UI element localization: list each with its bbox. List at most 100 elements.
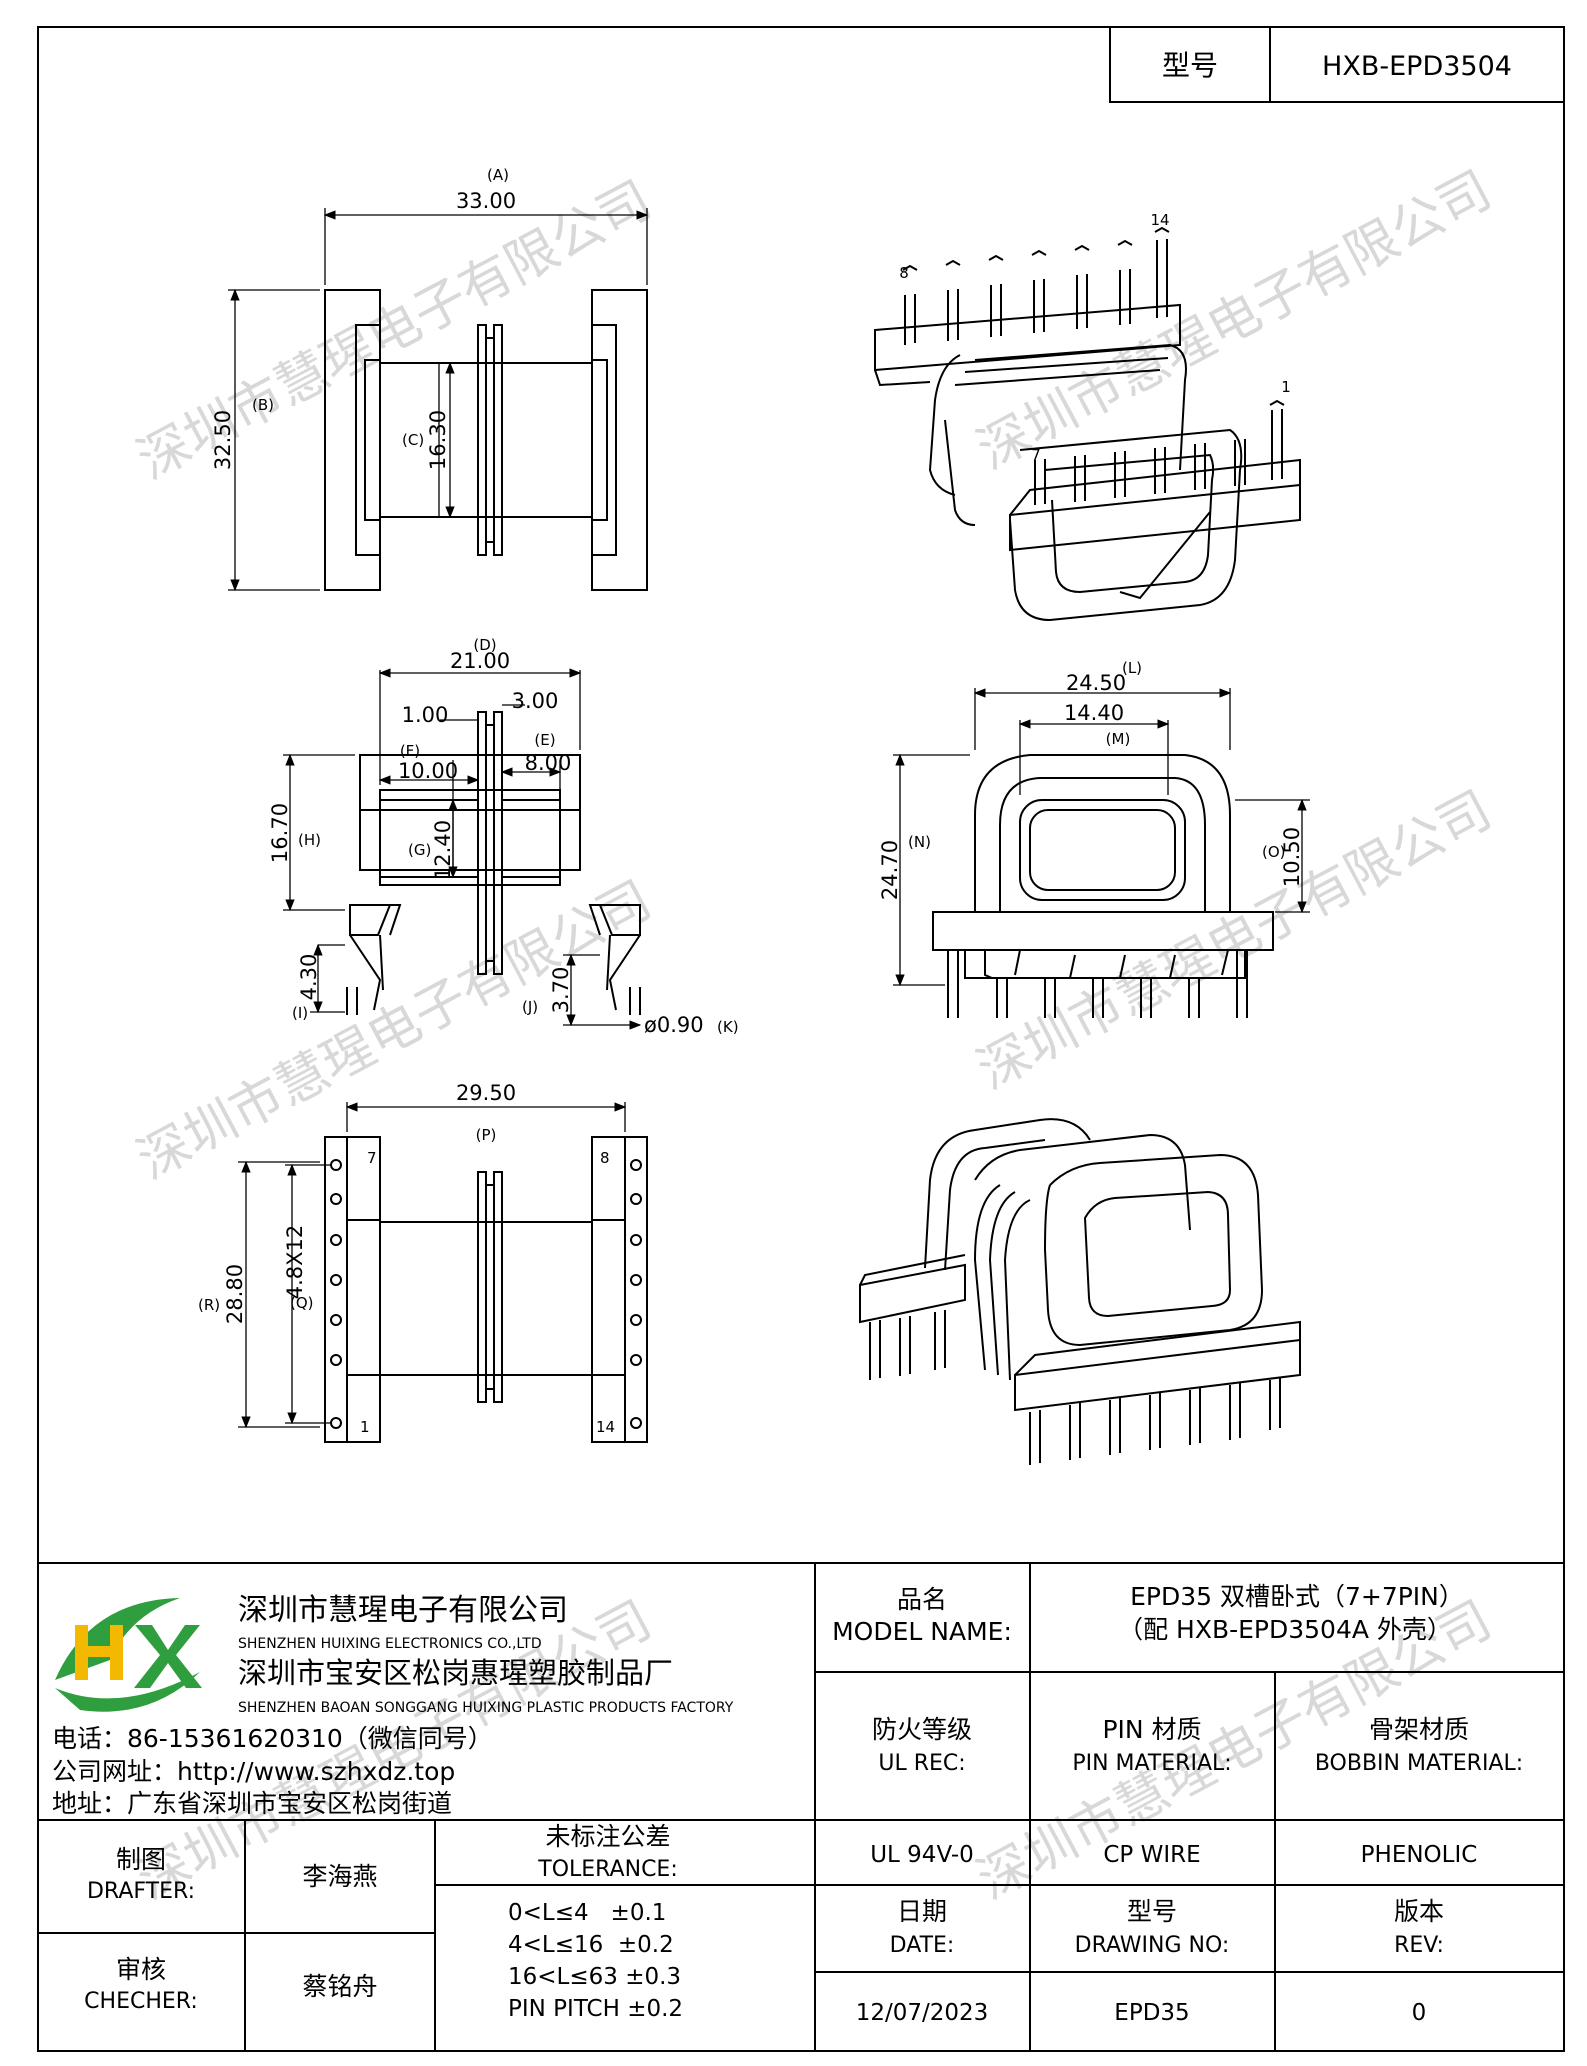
company-address: 地址：广东省深圳市宝安区松岗街道: [52, 1789, 452, 1818]
checker-label-en: CHECHER:: [84, 1989, 198, 2014]
company-phone: 电话：86-15361620310（微信同号）: [52, 1724, 493, 1753]
drafter-value: 李海燕: [302, 1862, 377, 1891]
pin-label-14: 14: [1150, 211, 1169, 229]
dim-value-n: 24.70: [878, 840, 902, 900]
bobbin-material-label-cn: 骨架材质: [1369, 1715, 1469, 1744]
dim-value-m: 14.40: [1064, 701, 1124, 725]
company-name-cn: 深圳市慧瑆电子有限公司: [238, 1593, 568, 1628]
dim-value-p: 29.50: [456, 1081, 516, 1105]
pin-material-value: CP WIRE: [1103, 1842, 1200, 1868]
dim-value-r: 28.80: [223, 1264, 247, 1324]
pin-pads-right: [630, 1159, 642, 1429]
model-name-label-en: MODEL NAME:: [832, 1617, 1012, 1646]
checker-value: 蔡铭舟: [302, 1972, 377, 2001]
model-name-label-cn: 品名: [897, 1585, 947, 1614]
tolerance-label-en: TOLERANCE:: [537, 1857, 678, 1882]
drawing-no-label-cn: 型号: [1127, 1897, 1177, 1926]
dim-letter-a: (A): [487, 166, 509, 184]
dim-letter-l: (L): [1122, 659, 1142, 677]
factory-name-cn: 深圳市宝安区松岗惠瑆塑胶制品厂: [238, 1656, 673, 1690]
dim-letter-g: (G): [408, 841, 431, 859]
title-block: [38, 1562, 1564, 2051]
revision-label-cn: 版本: [1394, 1897, 1444, 1926]
isometric-view-bottom: [859, 1118, 1301, 1465]
dim-value-d: 21.00: [450, 649, 510, 673]
factory-name-en: SHENZHEN BAOAN SONGGANG HUIXING PLASTIC …: [238, 1700, 734, 1716]
pin-label-1: 1: [1281, 378, 1291, 396]
fire-rating-label-en: UL REC:: [878, 1751, 965, 1776]
company-website: 公司网址：http://www.szhxdz.top: [52, 1757, 455, 1786]
dim-value-k: ø0.90: [644, 1013, 704, 1037]
isometric-view-top: [874, 226, 1301, 622]
dim-letter-b: (B): [252, 396, 274, 414]
pin-label-7: 7: [367, 1149, 377, 1167]
dim-value-j: 3.70: [549, 967, 573, 1014]
bobbin-material-value: PHENOLIC: [1361, 1842, 1478, 1868]
logo-letters: HX: [0, 0, 2, 1]
model-name-value-1: EPD35 双槽卧式（7+7PIN）: [1130, 1582, 1464, 1611]
sheet-border: [37, 26, 1565, 2052]
dim-value-q: 4.8X12: [283, 1225, 307, 1300]
model-label: 型号: [1162, 49, 1218, 82]
dim-value-a: 33.00: [456, 189, 516, 213]
dim-value-g: 12.40: [431, 820, 455, 880]
dim-value-h: 16.70: [268, 803, 292, 863]
pin-label-8: 8: [600, 1149, 610, 1167]
drafter-label-cn: 制图: [116, 1845, 166, 1874]
bottom-view: [238, 1102, 648, 1443]
watermark-text: 深圳市慧瑆电子有限公司: [128, 170, 661, 492]
dim-letter-k: (K): [717, 1018, 739, 1036]
front-view: [893, 688, 1310, 1018]
company-name-en: SHENZHEN HUIXING ELECTRONICS CO.,LTD: [238, 1636, 542, 1652]
drawing-no-value: EPD35: [1114, 2000, 1189, 2026]
dim-letter-f: (F): [400, 742, 420, 760]
model-value: HXB-EPD3504: [1322, 51, 1512, 82]
watermark-text: 深圳市慧瑆电子有限公司: [128, 870, 661, 1192]
dim-value-l: 24.50: [1066, 671, 1126, 695]
tolerance-line-1: 0<L≤4 ±0.1: [508, 1900, 666, 1926]
dim-value-e: 8.00: [525, 751, 572, 775]
date-label-cn: 日期: [897, 1897, 947, 1926]
dim-letter-n: (N): [908, 833, 931, 851]
dim-letter-h: (H): [298, 831, 321, 849]
pin-row-front: [1034, 399, 1285, 505]
dim-letter-q: (Q): [290, 1294, 314, 1312]
pin-label-8: 8: [899, 264, 909, 282]
pin-label-14: 14: [596, 1418, 615, 1436]
pin-label-1: 1: [360, 1418, 370, 1436]
revision-value: 0: [1412, 2000, 1427, 2026]
dim-value-c: 16.30: [426, 410, 450, 470]
date-label-en: DATE:: [890, 1933, 955, 1958]
dim-letter-m: (M): [1106, 730, 1131, 748]
model-name-value-2: （配 HXB-EPD3504A 外壳）: [1118, 1615, 1452, 1644]
dim-value-3-00: 3.00: [512, 689, 559, 713]
tolerance-line-4: PIN PITCH ±0.2: [508, 1996, 683, 2022]
date-value: 12/07/2023: [856, 2000, 989, 2026]
tolerance-line-3: 16<L≤63 ±0.3: [508, 1964, 681, 1990]
side-view: [283, 668, 642, 1030]
dim-letter-c: (C): [402, 431, 424, 449]
fire-rating-label-cn: 防火等级: [872, 1715, 972, 1744]
pin-material-label-en: PIN MATERIAL:: [1072, 1751, 1231, 1776]
tolerance-line-2: 4<L≤16 ±0.2: [508, 1932, 674, 1958]
dim-value-1-00: 1.00: [402, 703, 449, 727]
dim-letter-e: (E): [534, 731, 555, 749]
dim-letter-o: (O): [1262, 843, 1286, 861]
dim-value-b: 32.50: [211, 410, 235, 470]
tolerance-label-cn: 未标注公差: [545, 1822, 670, 1851]
fire-rating-value: UL 94V-0: [870, 1842, 974, 1868]
pin-material-label-cn: PIN 材质: [1102, 1715, 1201, 1744]
drafter-label-en: DRAFTER:: [87, 1879, 195, 1904]
dim-value-f: 10.00: [398, 759, 458, 783]
pin-label-7: 7: [1031, 446, 1041, 464]
dim-letter-r: (R): [198, 1296, 220, 1314]
watermark-text: 深圳市慧瑆电子有限公司: [968, 780, 1501, 1102]
pin-pads-left: [330, 1159, 342, 1429]
dim-value-o: 10.50: [1280, 827, 1304, 887]
pin-row-back: [902, 226, 1170, 345]
dim-value-i: 4.30: [297, 954, 321, 1001]
header-model-box: 型号 HXB-EPD3504: [1109, 26, 1565, 103]
dim-letter-i: (I): [292, 1004, 308, 1022]
revision-label-en: REV:: [1394, 1933, 1444, 1958]
